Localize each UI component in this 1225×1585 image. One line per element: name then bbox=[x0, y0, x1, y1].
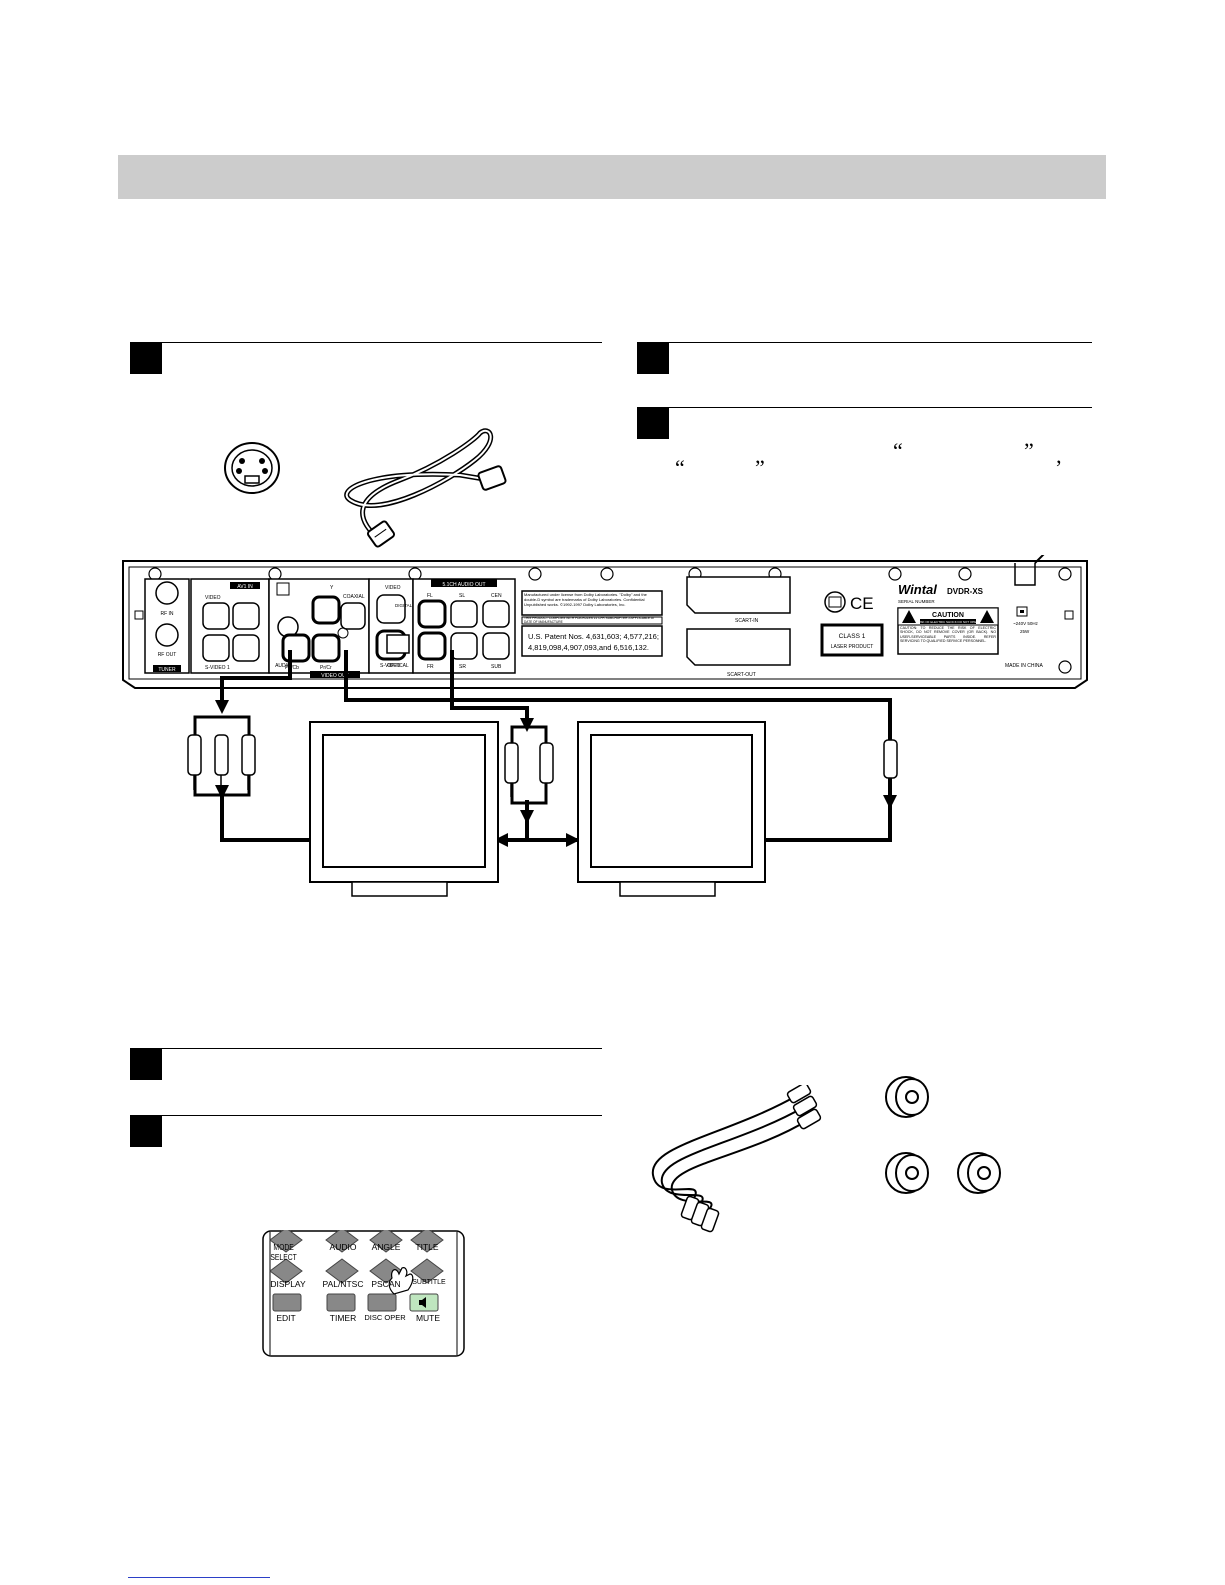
audio-label: AUDIO bbox=[329, 1242, 357, 1252]
svideo-connector-illustration bbox=[224, 442, 280, 494]
serial-number-label: SERIAL NUMBER bbox=[898, 599, 935, 604]
audio-label: AUDIO bbox=[275, 663, 291, 669]
step-marker bbox=[130, 1115, 162, 1147]
open-quote-mark: “ bbox=[675, 455, 685, 480]
comma-mark: ’ bbox=[1055, 455, 1063, 480]
step-rule bbox=[162, 1048, 602, 1049]
dvd-recorder-rear-panel: RF IN RF OUT TUNER AV1 IN VIDEO S-VIDEO … bbox=[122, 555, 1088, 689]
tuner-label: TUNER bbox=[158, 667, 176, 673]
mute-label: MUTE bbox=[415, 1313, 441, 1323]
close-quote-mark: ” bbox=[755, 455, 765, 480]
step-marker bbox=[637, 407, 669, 439]
svideo-cable-illustration bbox=[344, 428, 507, 548]
fr-label: FR bbox=[427, 664, 434, 670]
speaker-icon bbox=[419, 1297, 426, 1308]
model-number: DVDR-XS bbox=[947, 587, 984, 596]
ce-mark: CE bbox=[850, 594, 874, 613]
compliance-text: THIS PRODUCT COMPLIES WITH FDA RULES 21 … bbox=[524, 617, 655, 624]
mode-select-label: MODE SELECT bbox=[270, 1242, 297, 1262]
laser-class-line-2: LASER PRODUCT bbox=[831, 644, 874, 650]
pscan-label: PSCAN bbox=[371, 1279, 401, 1289]
close-quote-mark: ” bbox=[1024, 438, 1034, 463]
scart-out-label: SCART-OUT bbox=[727, 672, 756, 678]
angle-label: ANGLE bbox=[371, 1242, 401, 1252]
step-marker bbox=[637, 342, 669, 374]
step-rule bbox=[162, 342, 602, 343]
edit-label: EDIT bbox=[276, 1313, 296, 1323]
pal-ntsc-label: PAL/NTSC bbox=[322, 1279, 364, 1289]
made-in-label: MADE IN CHINA bbox=[1005, 663, 1043, 669]
footer-link-underline[interactable] bbox=[128, 1577, 270, 1578]
patent-line-1: U.S. Patent Nos. 4,631,603; 4,577,216; bbox=[528, 632, 659, 641]
caution-subtitle: RISK OF ELECTRIC SHOCK DO NOT OPEN bbox=[918, 620, 979, 624]
video-in-label: VIDEO bbox=[205, 595, 221, 601]
sr-label: SR bbox=[459, 664, 466, 670]
step-marker bbox=[130, 1048, 162, 1080]
connection-diagram bbox=[187, 650, 898, 897]
power-wattage: 25W bbox=[1020, 629, 1030, 634]
scart-in-label: SCART-IN bbox=[735, 618, 759, 624]
caution-title: CAUTION bbox=[932, 612, 964, 619]
av-in-label: AV1 IN bbox=[237, 584, 253, 590]
laser-class-line-1: CLASS 1 bbox=[839, 633, 866, 640]
y-label: Y bbox=[330, 585, 334, 591]
rf-out-label: RF OUT bbox=[158, 652, 177, 658]
subtitle-label: SUBTITLE bbox=[412, 1279, 446, 1286]
svideo-out-label: S-VIDEO bbox=[380, 663, 401, 669]
sub-label: SUB bbox=[491, 664, 502, 670]
pointing-hand-icon bbox=[388, 1267, 414, 1295]
audio-51-label: 5.1CH AUDIO OUT bbox=[442, 582, 485, 588]
remote-control-illustration: MODE SELECT AUDIO ANGLE TITLE DISPLAY PA… bbox=[262, 1230, 465, 1357]
optical-label: OPTICAL bbox=[387, 663, 409, 669]
section-header-band bbox=[118, 155, 1106, 199]
video-out-label: VIDEO OUT bbox=[321, 673, 349, 679]
step-marker bbox=[130, 342, 162, 374]
fl-label: FL bbox=[427, 593, 433, 599]
rf-in-label: RF IN bbox=[160, 611, 173, 617]
svideo-in-label: S-VIDEO 1 bbox=[205, 665, 230, 671]
brand-logo: Wintal bbox=[898, 582, 937, 597]
cen-label: CEN bbox=[491, 593, 502, 599]
step-rule bbox=[669, 407, 1092, 408]
sl-label: SL bbox=[459, 593, 465, 599]
coaxial-label: COAXIAL bbox=[343, 594, 365, 600]
step-rule bbox=[162, 1115, 602, 1116]
video-out-jack-label: VIDEO bbox=[385, 585, 401, 591]
remote-body bbox=[262, 1230, 465, 1357]
timer-label: TIMER bbox=[329, 1313, 357, 1323]
power-rating: ~240V 50Hz bbox=[1013, 621, 1039, 626]
pb-label: Pb/Cb bbox=[285, 665, 299, 671]
disc-oper-label: DISC OPER bbox=[364, 1313, 406, 1322]
display-label: DISPLAY bbox=[270, 1279, 306, 1289]
step-rule bbox=[669, 342, 1092, 343]
av-cable-illustration bbox=[651, 1085, 822, 1233]
caution-body-text: CAUTION: TO REDUCE THE RISK OF ELECTRIC … bbox=[900, 626, 996, 644]
patent-line-2: 4,819,098,4,907,093,and 6,516,132. bbox=[528, 643, 649, 652]
pr-label: Pr/Cr bbox=[320, 665, 332, 671]
open-quote-mark: “ bbox=[893, 438, 903, 463]
rca-plugs-illustration bbox=[885, 1076, 1001, 1194]
title-label: TITLE bbox=[415, 1242, 439, 1252]
dolby-license-text: Manufactured under license from Dolby La… bbox=[524, 592, 647, 607]
